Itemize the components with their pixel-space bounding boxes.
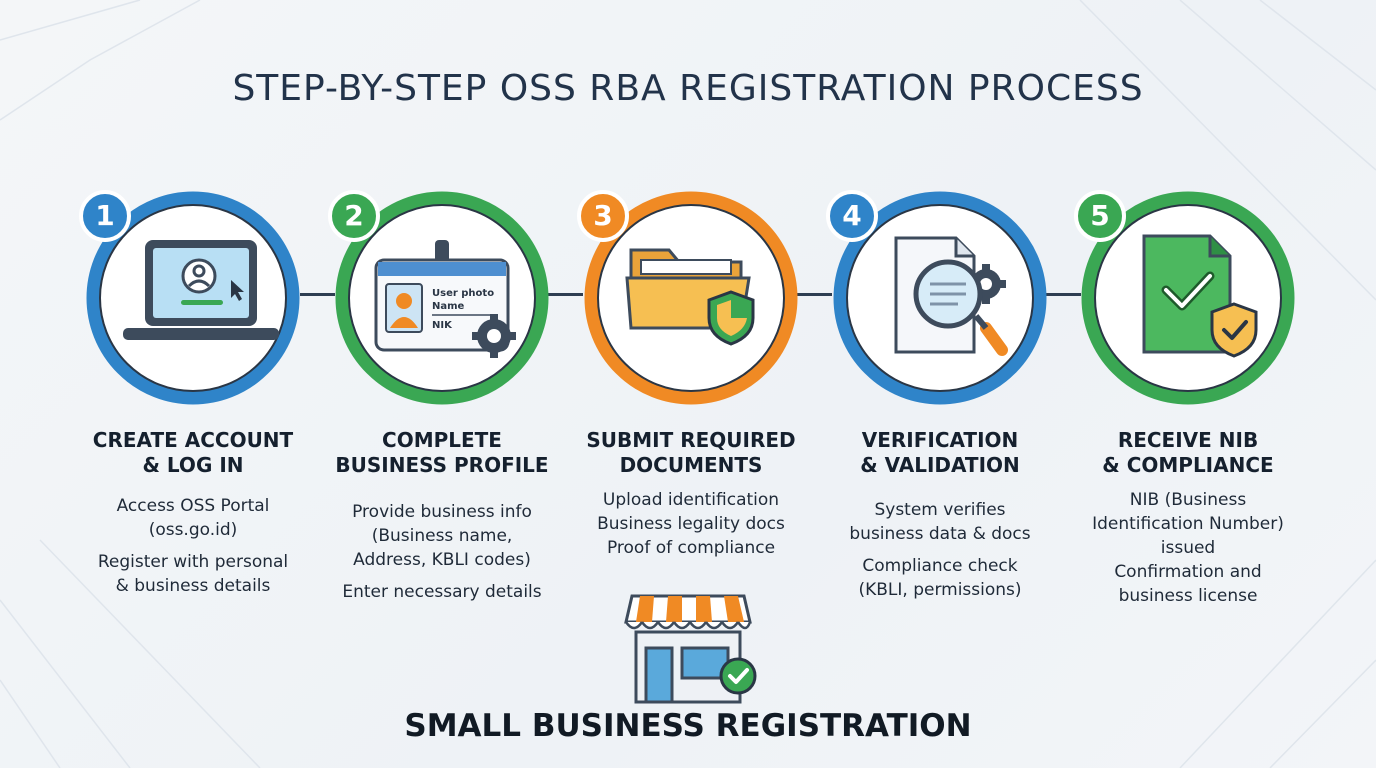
step-circle: 4 (826, 188, 1050, 408)
folder-shield-icon (584, 191, 798, 405)
id-card-gear-icon: User photo Name NIK (335, 191, 549, 405)
connector-line (548, 293, 583, 296)
step-circle: 5 (1074, 188, 1298, 408)
connector-line (797, 293, 832, 296)
step-title: SUBMIT REQUIRED DOCUMENTS (586, 428, 796, 477)
step-circle: 3 (577, 188, 801, 408)
step-title: VERIFICATION & VALIDATION (860, 428, 1020, 477)
step-number-badge: 2 (328, 190, 380, 242)
step-description: Upload identification Business legality … (597, 490, 785, 558)
footer-title: SMALL BUSINESS REGISTRATION (404, 708, 972, 744)
step-title: CREATE ACCOUNT & LOG IN (92, 428, 294, 477)
step-description: Access OSS Portal (oss.go.id) Register w… (97, 496, 289, 596)
card-photo-label: User photo (432, 288, 494, 299)
document-magnifier-icon (833, 191, 1047, 405)
step-description: Provide business info (Business name, Ad… (342, 502, 542, 602)
step-title: RECEIVE NIB & COMPLIANCE (1102, 428, 1274, 477)
step-title: COMPLETE BUSINESS PROFILE (335, 428, 549, 477)
step-number-badge: 3 (577, 190, 629, 242)
card-nik-label: NIK (432, 320, 453, 331)
storefront-check-icon (624, 594, 757, 704)
step-number-badge: 4 (826, 190, 878, 242)
step-circle: User photo Name NIK 2 (328, 188, 552, 408)
page-title: STEP-BY-STEP OSS RBA REGISTRATION PROCES… (232, 68, 1144, 109)
step-number-badge: 5 (1074, 190, 1126, 242)
step-description: System verifies business data & docs Com… (849, 500, 1031, 600)
card-name-label: Name (432, 301, 465, 312)
laptop-login-icon (86, 191, 300, 405)
step-number-badge: 1 (79, 190, 131, 242)
connector-line (1046, 293, 1081, 296)
step-description: NIB (Business Identification Number) iss… (1092, 490, 1284, 606)
certificate-check-icon (1081, 191, 1295, 405)
connector-line (300, 293, 335, 296)
step-circle: 1 (79, 188, 303, 408)
